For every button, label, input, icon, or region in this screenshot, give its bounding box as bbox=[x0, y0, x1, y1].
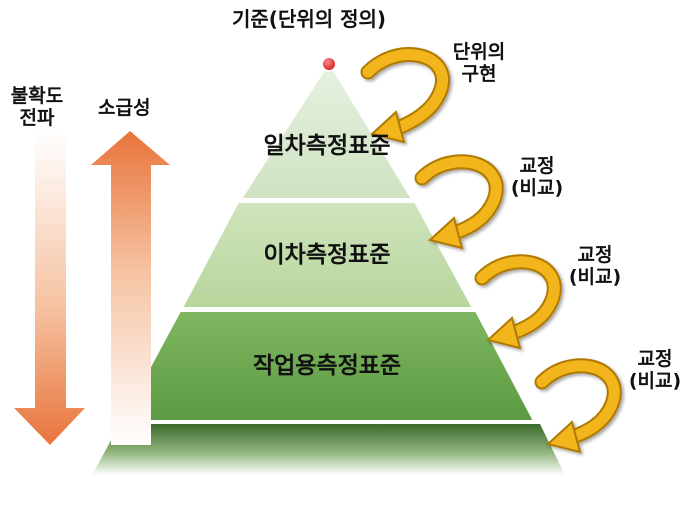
apex-dot bbox=[321, 56, 337, 72]
curved-arrow-calibration-2 bbox=[474, 254, 562, 350]
realization-line2: 구현 bbox=[461, 62, 497, 85]
tier-secondary-label: 이차측정표준 bbox=[263, 242, 391, 268]
calibration-label-2: 교정 (비교) bbox=[562, 244, 628, 289]
calibration-1-line1: 교정 bbox=[519, 155, 555, 177]
uncertainty-line1: 불확도 bbox=[10, 85, 64, 107]
curved-arrow-calibration-3 bbox=[534, 358, 622, 454]
calibration-label-3: 교정 (비교) bbox=[622, 348, 688, 393]
traceability-label: 소급성 bbox=[98, 97, 151, 119]
calibration-2-line2: (비교) bbox=[568, 265, 622, 288]
calibration-2-line1: 교정 bbox=[577, 244, 613, 266]
realization-label: 단위의 구현 bbox=[446, 41, 512, 86]
calibration-3-line1: 교정 bbox=[637, 348, 673, 370]
uncertainty-propagation-label: 불확도 전파 bbox=[6, 85, 68, 130]
uncertainty-down-arrow bbox=[14, 132, 85, 445]
traceability-up-arrow bbox=[91, 131, 170, 445]
realization-line1: 단위의 bbox=[452, 41, 506, 63]
tier-primary-label: 일차측정표준 bbox=[263, 133, 391, 159]
curved-arrow-calibration-1 bbox=[414, 154, 504, 250]
pyramid-tier-secondary bbox=[180, 201, 475, 309]
tier-working-label: 작업용측정표준 bbox=[252, 353, 402, 379]
calibration-1-line2: (비교) bbox=[510, 176, 564, 199]
calibration-3-line2: (비교) bbox=[628, 369, 682, 392]
uncertainty-line2: 전파 bbox=[19, 106, 55, 129]
top-definition-label: 기준(단위의 정의) bbox=[232, 7, 387, 31]
curved-arrow-realization bbox=[360, 47, 450, 144]
pyramid-base bbox=[92, 424, 565, 475]
calibration-label-1: 교정 (비교) bbox=[504, 155, 570, 200]
